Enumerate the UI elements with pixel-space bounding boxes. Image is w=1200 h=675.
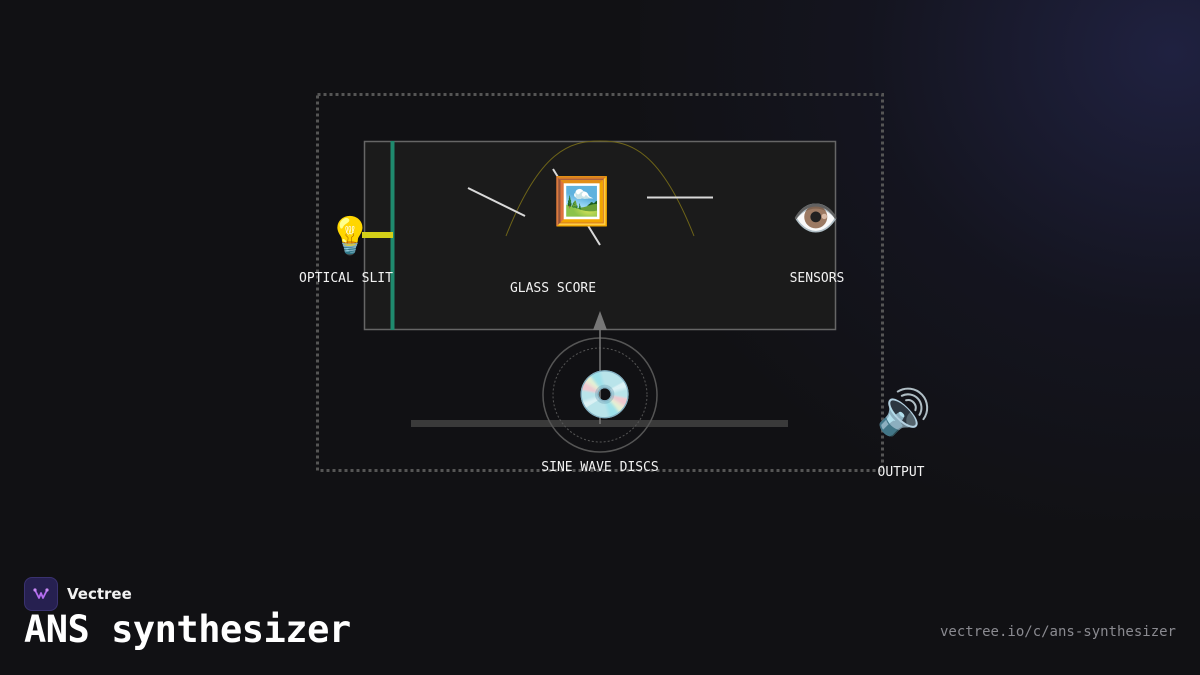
vectree-logo-icon bbox=[24, 577, 58, 611]
speaker-icon: 🔊 bbox=[876, 387, 932, 438]
score-stroke-1 bbox=[467, 187, 526, 217]
eye-icon: 👁️ bbox=[792, 196, 840, 240]
brand: Vectree bbox=[24, 577, 132, 611]
glass-score-label: GLASS SCORE bbox=[509, 281, 597, 296]
page-title: ANS synthesizer bbox=[24, 608, 351, 651]
arrow-head bbox=[593, 311, 607, 330]
light-bulb-icon: 💡 bbox=[327, 216, 373, 257]
optical-disc-icon: 💿 bbox=[576, 367, 634, 421]
sine-wave-discs-label: SINE WAVE DISCS bbox=[541, 460, 659, 475]
optical-slit-label: OPTICAL SLIT bbox=[299, 271, 393, 286]
page-url[interactable]: vectree.io/c/ans-synthesizer bbox=[939, 624, 1176, 640]
light-beam bbox=[362, 232, 393, 238]
glass-score-panel bbox=[363, 140, 837, 331]
output-label: OUTPUT bbox=[877, 465, 925, 480]
machine-enclosure bbox=[316, 93, 884, 472]
framed-picture-icon: 🖼️ bbox=[553, 174, 611, 228]
score-curve bbox=[505, 140, 695, 237]
sensors-label: SENSORS bbox=[789, 271, 845, 286]
score-stroke-2 bbox=[552, 168, 601, 246]
brand-name: Vectree bbox=[67, 585, 132, 603]
